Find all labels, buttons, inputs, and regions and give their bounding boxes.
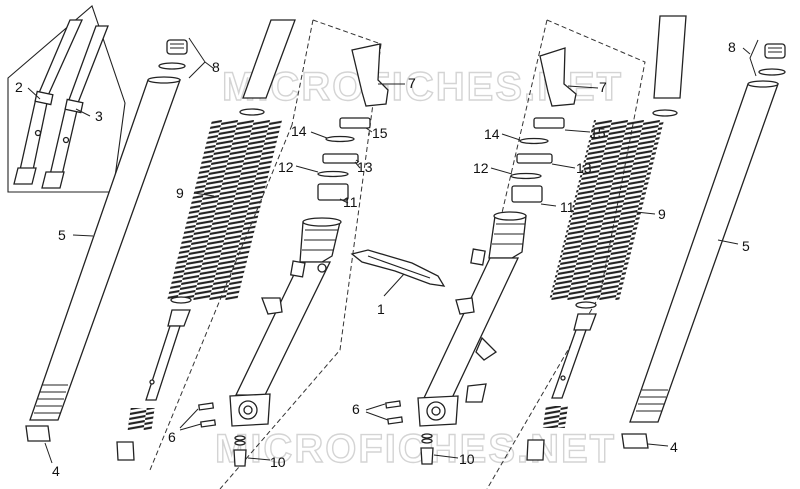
spacer-ring-left <box>239 108 265 116</box>
bolts-6-right <box>385 400 404 425</box>
tube-cap-left <box>25 425 51 442</box>
ring-14-right <box>519 137 549 145</box>
fork-slider-right <box>417 211 527 427</box>
callout-9-left: 9 <box>176 185 184 201</box>
upper-tube-right <box>653 15 687 99</box>
bushing-11-left <box>317 183 349 201</box>
callout-14-right: 14 <box>484 126 500 142</box>
callout-3: 3 <box>95 108 103 124</box>
callout-7-right: 7 <box>599 79 607 95</box>
callout-1: 1 <box>377 301 385 317</box>
callout-4-right: 4 <box>670 439 678 455</box>
ring-12-right <box>510 172 542 180</box>
spring-right <box>549 120 665 300</box>
bushing-13-left <box>322 153 359 164</box>
clip-part-left <box>351 43 389 107</box>
callout-10-left: 10 <box>270 454 286 470</box>
spring-left <box>167 120 283 300</box>
callout-11-right: 11 <box>560 199 575 215</box>
callout-8-left: 8 <box>212 59 220 75</box>
callout-5-left: 5 <box>58 227 66 243</box>
inset-fork-assembly <box>7 5 126 193</box>
callout-10-right: 10 <box>459 451 475 467</box>
watermark-bottom: MICROFICHES.NET <box>215 427 616 471</box>
tube-cap-right <box>621 433 649 449</box>
top-cap-right <box>758 43 786 76</box>
fork-tube-left <box>29 76 181 421</box>
callout-14-left: 14 <box>291 123 307 139</box>
assembly-guide-left <box>219 19 382 489</box>
seal-15-right <box>533 117 565 129</box>
callout-4-left: 4 <box>52 463 60 479</box>
damper-rod-left <box>116 296 192 461</box>
callout-2: 2 <box>15 79 23 95</box>
ring-14-left <box>325 135 355 143</box>
callout-12-right: 12 <box>473 160 489 176</box>
spacer-ring-right <box>652 109 678 117</box>
top-cap-left <box>158 39 188 70</box>
callout-15-left: 15 <box>372 125 388 141</box>
seal-15-left <box>339 117 371 129</box>
upper-tube-left <box>242 19 296 99</box>
callout-6-right: 6 <box>352 401 360 417</box>
screw-10-right <box>420 433 434 465</box>
screw-10-left <box>233 435 247 467</box>
callout-5-right: 5 <box>742 238 750 254</box>
damper-rod-right <box>526 301 597 461</box>
fork-slider-left <box>229 217 342 427</box>
callout-11-left: 11 <box>343 194 358 210</box>
callout-12-left: 12 <box>278 159 294 175</box>
callout-6-left: 6 <box>168 429 176 445</box>
bolts-6-left <box>198 402 217 428</box>
callout-9-right: 9 <box>658 206 666 222</box>
fork-tube-right <box>629 80 779 423</box>
bushing-11-right <box>511 185 543 203</box>
callout-7-left: 7 <box>408 75 416 91</box>
callout-8-right: 8 <box>728 39 736 55</box>
clip-part-right <box>539 47 577 107</box>
bushing-13-right <box>516 153 553 164</box>
callout-13-left: 13 <box>357 159 373 175</box>
ring-12-left <box>317 170 349 178</box>
